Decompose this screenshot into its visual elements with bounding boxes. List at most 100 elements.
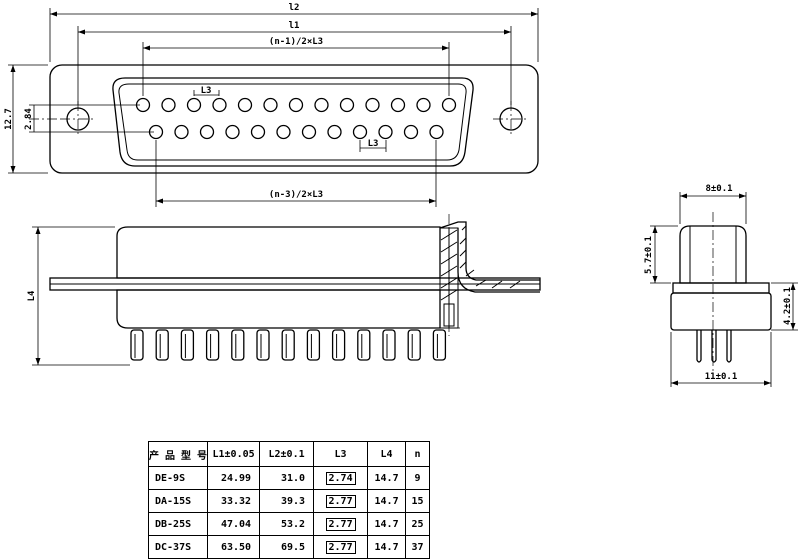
pin-hole	[327, 124, 342, 140]
pin-hole	[199, 124, 215, 140]
table-row: DE-9S 24.99 31.0 2.74 14.7 9	[147, 466, 431, 490]
pin-hole	[378, 124, 393, 140]
header-l4: L4	[367, 441, 407, 467]
pin-hole	[403, 124, 419, 140]
pin-tail	[130, 329, 144, 361]
cell-model: DB-25S	[147, 512, 209, 536]
pin-hole	[365, 97, 380, 113]
cell-n: 9	[405, 466, 431, 490]
front-flange	[49, 64, 539, 174]
cell-l3-value: 2.77	[325, 517, 356, 531]
header-model: 产 品 型 号	[147, 441, 209, 467]
end-view-body	[670, 292, 772, 331]
pin-tail	[205, 329, 220, 361]
cell-model: DC-37S	[147, 535, 209, 559]
dim-pitch-top-label: (n-1)/2×L3	[269, 37, 323, 47]
header-l1: L1±0.05	[207, 441, 261, 467]
cell-l2: 69.5	[259, 535, 315, 559]
pin-hole	[263, 97, 278, 113]
cell-l3: 2.77	[313, 489, 369, 513]
cell-l2: 53.2	[259, 512, 315, 536]
pin-hole	[416, 97, 431, 113]
cell-l1: 47.04	[207, 512, 261, 536]
dim-pitch-bottom-label: (n-3)/2×L3	[269, 190, 323, 200]
cell-l1: 63.50	[207, 535, 261, 559]
pin-hole	[288, 97, 304, 113]
dim-l2-label: l2	[289, 3, 300, 13]
pin-tail	[407, 329, 421, 361]
dim-end-width-bottom-label: 11±0.1	[705, 372, 738, 382]
cell-model: DE-9S	[147, 466, 209, 490]
pin-tail	[357, 329, 371, 361]
pin-hole	[314, 97, 329, 113]
cell-l2: 39.3	[259, 489, 315, 513]
pin-tail	[231, 329, 245, 361]
cell-l3: 2.77	[313, 512, 369, 536]
section-insulator	[116, 289, 441, 329]
dim-end-width-top-label: 8±0.1	[705, 184, 732, 194]
header-l2: L2±0.1	[259, 441, 315, 467]
pin-tail	[432, 329, 447, 361]
end-view: 8±0.1 5.7±0.1 4.2±0.1 11±0.1	[644, 184, 798, 387]
section-shell-top	[116, 226, 441, 279]
dim-l4-label: L4	[27, 290, 37, 301]
cell-l3-value: 2.74	[325, 471, 356, 485]
pin-hole	[250, 124, 266, 140]
header-l3: L3	[313, 441, 369, 467]
front-view: l2 l1 (n-1)/2×L3 (n-3)/2×L3 L3 L3	[4, 3, 539, 207]
pin-hole	[390, 97, 406, 113]
pin-hole	[212, 97, 227, 113]
cell-l3-value: 2.77	[325, 494, 356, 508]
pin-hole	[161, 97, 176, 113]
front-d-shell-inner	[118, 83, 467, 161]
pin-hole	[174, 124, 189, 140]
pin-tail	[155, 329, 169, 361]
cell-l3: 2.77	[313, 535, 369, 559]
end-view-plate	[672, 282, 770, 294]
pin-hole	[237, 97, 253, 113]
section-hatch	[439, 214, 540, 336]
pin-hole	[441, 97, 457, 113]
cell-l2: 31.0	[259, 466, 315, 490]
cell-model: DA-15S	[147, 489, 209, 513]
pin-hole	[352, 124, 368, 140]
cell-l4: 14.7	[367, 535, 407, 559]
pin-tails	[130, 329, 447, 361]
dim-l1-label: l1	[289, 21, 300, 31]
pin-tail	[382, 329, 396, 361]
front-d-shell-outer	[112, 77, 474, 167]
pin-hole	[225, 124, 240, 140]
table-row: DC-37S 63.50 69.5 2.77 14.7 37	[147, 535, 431, 559]
cell-l4: 14.7	[367, 512, 407, 536]
spec-table-header-row: 产 品 型 号 L1±0.05 L2±0.1 L3 L4 n	[147, 441, 431, 467]
pin-tail	[256, 329, 270, 361]
header-n: n	[405, 441, 431, 467]
pin-row-top	[135, 97, 457, 113]
cell-n: 15	[405, 489, 431, 513]
cell-l3-value: 2.77	[325, 540, 356, 554]
pin-hole	[429, 124, 444, 140]
dim-row-spacing-label: 2.84	[24, 108, 34, 130]
dim-l3-top-label: L3	[201, 86, 212, 96]
pin-tail	[281, 329, 295, 361]
spec-table: 产 品 型 号 L1±0.05 L2±0.1 L3 L4 n DE-9S 24.…	[147, 441, 431, 559]
cell-l4: 14.7	[367, 466, 407, 490]
pin-hole	[301, 124, 317, 140]
cell-l1: 33.32	[207, 489, 261, 513]
dim-height-label: 12.7	[4, 108, 14, 130]
dim-end-height-label: 5.7±0.1	[644, 236, 654, 274]
cell-n: 25	[405, 512, 431, 536]
pin-tail	[306, 329, 321, 361]
pin-hole	[339, 97, 355, 113]
cell-l1: 24.99	[207, 466, 261, 490]
connector-drawing: l2 l1 (n-1)/2×L3 (n-3)/2×L3 L3 L3	[4, 3, 798, 387]
dim-l3-bottom-label: L3	[368, 139, 379, 149]
table-row: DB-25S 47.04 53.2 2.77 14.7 25	[147, 512, 431, 536]
pin-hole	[186, 97, 202, 113]
cell-n: 37	[405, 535, 431, 559]
pin-hole	[276, 124, 291, 140]
pin-tail	[180, 329, 195, 361]
pin-tail	[331, 329, 346, 361]
dim-end-offset-label: 4.2±0.1	[783, 287, 793, 325]
cell-l4: 14.7	[367, 489, 407, 513]
